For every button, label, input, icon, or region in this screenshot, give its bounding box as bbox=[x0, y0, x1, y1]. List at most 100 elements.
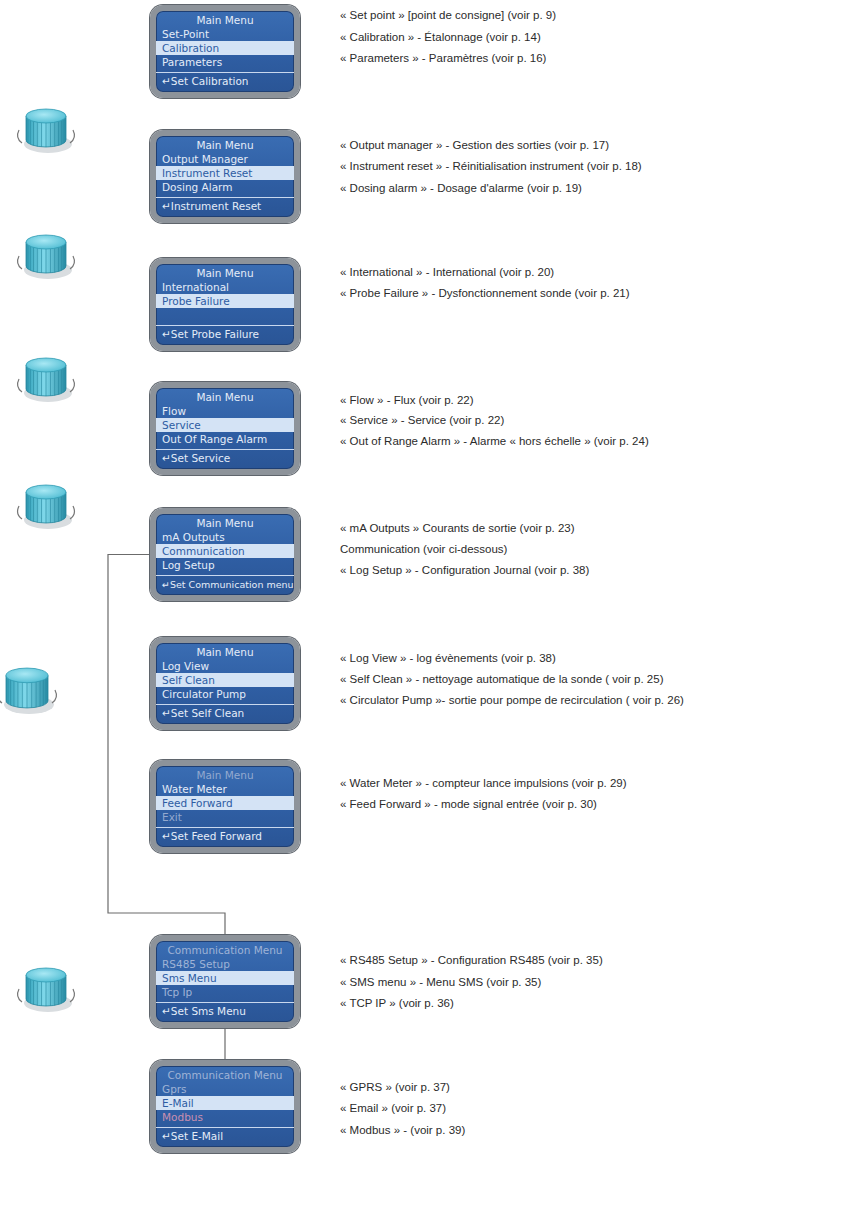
knob-rib bbox=[64, 978, 65, 1002]
knob-top bbox=[26, 235, 66, 249]
knob-rib bbox=[54, 498, 55, 522]
lcd-screen: Communication MenuRS485 SetupSms MenuTcp… bbox=[150, 935, 300, 1028]
description-text: « SMS menu » - Menu SMS (voir p. 35) bbox=[340, 975, 855, 990]
menu-items: RS485 SetupSms MenuTcp Ip bbox=[162, 957, 288, 999]
menu-footer: ↵Instrument Reset bbox=[156, 197, 294, 214]
description-text: « Service » - Service (voir p. 22) bbox=[340, 413, 855, 428]
knob-rib bbox=[6, 677, 7, 702]
knob-rib bbox=[13, 681, 14, 706]
description-text: « Calibration » - Étalonnage (voir p. 14… bbox=[340, 30, 855, 45]
knob-rib bbox=[43, 680, 44, 705]
knob-rib bbox=[26, 977, 27, 1001]
knob-rib bbox=[50, 123, 51, 147]
rotate-arrow bbox=[70, 989, 74, 1002]
knob-rib bbox=[65, 244, 66, 268]
menu-title: Main Menu bbox=[162, 267, 288, 280]
description-text: « Out of Range Alarm » - Alarme « hors é… bbox=[340, 434, 855, 449]
knob-rib bbox=[30, 496, 31, 520]
connector-line bbox=[108, 555, 225, 935]
knob-rib bbox=[27, 495, 28, 519]
knob-rib bbox=[41, 372, 42, 396]
menu-item: Circulator Pump bbox=[162, 687, 288, 701]
menu-item: Service bbox=[156, 418, 294, 432]
knob-top bbox=[26, 358, 66, 372]
description-text: « RS485 Setup » - Configuration RS485 (v… bbox=[340, 953, 855, 968]
rotary-knob bbox=[18, 358, 75, 402]
knob-rib bbox=[65, 494, 66, 518]
knob-rib bbox=[65, 977, 66, 1001]
knob-top bbox=[26, 109, 66, 123]
menu-items: Set-PointCalibrationParameters bbox=[162, 27, 288, 69]
lcd-screen: Communication MenuGprsE-MailModbus↵Set E… bbox=[150, 1060, 300, 1153]
menu-item: RS485 Setup bbox=[162, 957, 288, 971]
knob-rib bbox=[47, 677, 48, 702]
menu-item: Out Of Range Alarm bbox=[162, 432, 288, 446]
knob-rib bbox=[10, 680, 11, 705]
description-text: « Flow » - Flux (voir p. 22) bbox=[340, 393, 855, 408]
description-text: « TCP IP » (voir p. 36) bbox=[340, 996, 855, 1011]
menu-item: Modbus bbox=[162, 1110, 288, 1124]
lcd-screen: Main MenuOutput ManagerInstrument ResetD… bbox=[150, 130, 300, 223]
rotate-arrow bbox=[18, 989, 22, 1002]
menu-item: Sms Menu bbox=[156, 971, 294, 985]
menu-footer: ↵Set Feed Forward bbox=[156, 827, 294, 844]
knob-rib bbox=[30, 120, 31, 144]
description-text: Communication (voir ci-dessous) bbox=[340, 542, 855, 557]
knob-rib bbox=[33, 497, 34, 521]
menu-items: Output ManagerInstrument ResetDosing Ala… bbox=[162, 152, 288, 194]
knob-rib bbox=[41, 123, 42, 147]
knob-rib bbox=[61, 120, 62, 144]
knob-rib bbox=[64, 495, 65, 519]
description-text: « International » - International (voir … bbox=[340, 265, 855, 280]
knob-rib bbox=[30, 246, 31, 270]
knob-rib bbox=[50, 249, 51, 273]
menu-title: Communication Menu bbox=[162, 1069, 288, 1082]
menu-item: E-Mail bbox=[156, 1096, 294, 1110]
knob-rib bbox=[33, 980, 34, 1004]
rotate-arrow bbox=[70, 130, 74, 143]
knob-rib bbox=[50, 982, 51, 1006]
description-text: « Feed Forward » - mode signal entrée (v… bbox=[340, 797, 855, 812]
menu-item: Dosing Alarm bbox=[162, 180, 288, 194]
lcd-screen: Main MenuInternationalProbe Failure↵Set … bbox=[150, 258, 300, 351]
description-text: « mA Outputs » Courants de sortie (voir … bbox=[340, 521, 855, 536]
knob-rib bbox=[37, 981, 38, 1005]
knob-rib bbox=[54, 981, 55, 1005]
knob-rib bbox=[26, 494, 27, 518]
menu-footer: ↵Set Self Clean bbox=[156, 704, 294, 721]
rotate-arrow bbox=[18, 379, 22, 392]
menu-footer: ↵Set Communication menu bbox=[156, 575, 294, 592]
rotate-arrow bbox=[18, 256, 22, 269]
knob-rib bbox=[46, 249, 47, 273]
knob-rib bbox=[41, 982, 42, 1006]
knob-rib bbox=[58, 247, 59, 271]
rotary-knob bbox=[18, 109, 75, 153]
knob-rib bbox=[46, 982, 47, 1006]
knob-rib bbox=[40, 681, 41, 706]
description-text: « Set point » [point de consigne] (voir … bbox=[340, 8, 855, 23]
description-text: « Output manager » - Gestion des sorties… bbox=[340, 138, 855, 153]
knob-top bbox=[26, 968, 66, 982]
description-text: « Log View » - log évènements (voir p. 3… bbox=[340, 651, 855, 666]
description-text: « Log Setup » - Configuration Journal (v… bbox=[340, 563, 855, 578]
menu-item: Log View bbox=[162, 659, 288, 673]
knob-rib bbox=[27, 368, 28, 392]
knob-rib bbox=[54, 248, 55, 272]
lcd-screen: Main MenumA OutputsCommunicationLog Setu… bbox=[150, 508, 300, 601]
knob-rib bbox=[54, 371, 55, 395]
description-text: « Water Meter » - compteur lance impulsi… bbox=[340, 776, 855, 791]
knob-rib bbox=[8, 679, 9, 704]
knob-top bbox=[26, 485, 66, 499]
knob-rib bbox=[27, 978, 28, 1002]
knob-rib bbox=[41, 249, 42, 273]
knob-rib bbox=[58, 980, 59, 1004]
knob-rib bbox=[61, 496, 62, 520]
menu-item: Output Manager bbox=[162, 152, 288, 166]
knob-rib bbox=[65, 367, 66, 391]
rotate-arrow bbox=[70, 256, 74, 269]
description-text: « Parameters » - Paramètres (voir p. 16) bbox=[340, 51, 855, 66]
knob-rib bbox=[61, 246, 62, 270]
knob-rib bbox=[30, 979, 31, 1003]
knob-rib bbox=[41, 499, 42, 523]
menu-title: Main Menu bbox=[162, 391, 288, 404]
